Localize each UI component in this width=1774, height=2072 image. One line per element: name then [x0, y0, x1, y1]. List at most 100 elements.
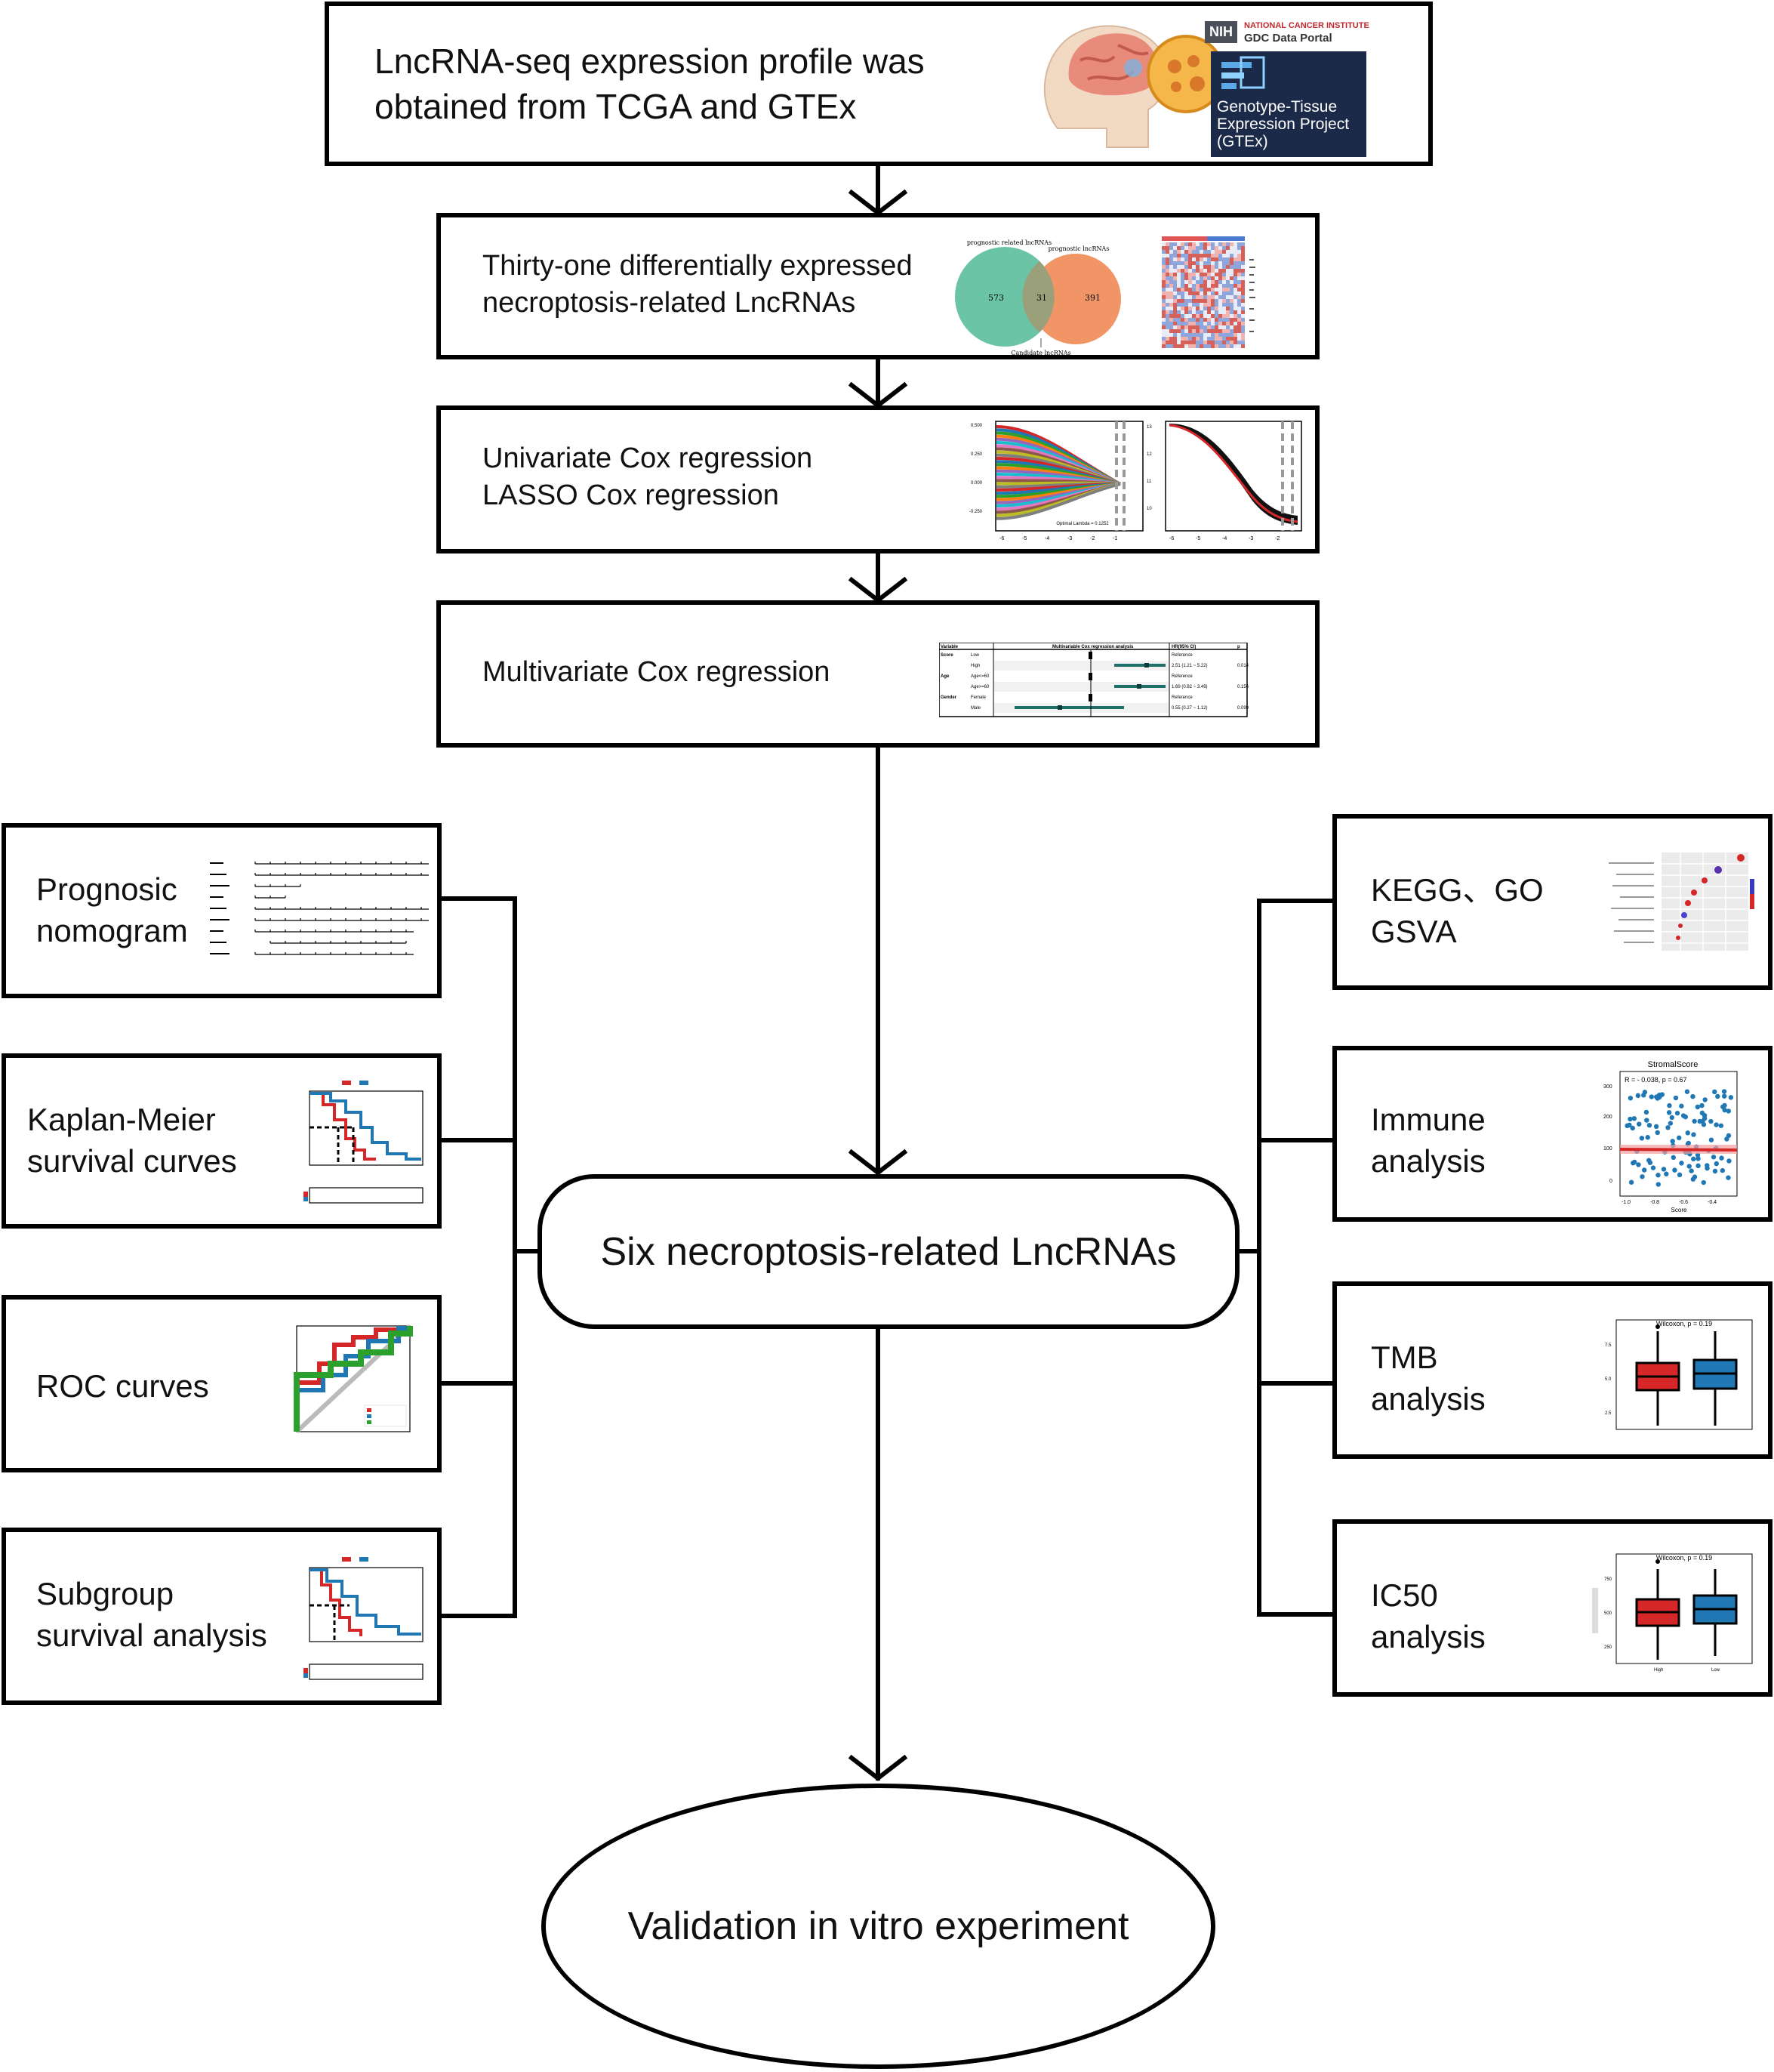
- nci-line-2: GDC Data Portal: [1244, 32, 1332, 45]
- arrow-head-5: [848, 1754, 908, 1781]
- svg-text:-1: -1: [1113, 536, 1117, 541]
- forest-header: Multivariable Cox regression analysis: [1052, 645, 1134, 649]
- roc-box: ROC curves: [2, 1295, 442, 1472]
- venn-right-count: 391: [1085, 293, 1101, 303]
- validation-text: Validation in vitro experiment: [627, 1904, 1129, 1948]
- venn-left-label: prognostic related lncRNAs: [967, 239, 1052, 246]
- svg-text:-0.250: -0.250: [969, 510, 983, 514]
- svg-text:7.5: 7.5: [1605, 1343, 1612, 1348]
- svg-text:0.000: 0.000: [971, 481, 983, 486]
- lasso-lambda-caption: Optimal Lambda = 0.1252: [1056, 522, 1109, 526]
- immune-text: Immune analysis: [1371, 1102, 1486, 1179]
- arrow-head-4: [848, 1149, 908, 1176]
- forest-level: Male: [971, 706, 981, 711]
- nomogram-box: Prognosic nomogram: [2, 823, 442, 998]
- svg-text:300: 300: [1603, 1084, 1612, 1090]
- svg-text:-0.8: -0.8: [1650, 1200, 1659, 1205]
- subgroup-text: Subgroup survival analysis: [36, 1576, 267, 1653]
- nci-line-1: NATIONAL CANCER INSTITUTE: [1244, 21, 1369, 30]
- immune-scatter-thumbnail: StromalScore R = - 0.038, p = 0.67 30020…: [1603, 1060, 1738, 1213]
- deg-step-text: Thirty-one differentially expressed necr…: [482, 250, 913, 319]
- svg-text:-5: -5: [1196, 536, 1200, 541]
- roc-curve-thumbnail: [294, 1324, 413, 1434]
- forest-level: Female: [971, 695, 987, 700]
- tmb-text: TMB analysis: [1371, 1340, 1486, 1417]
- kegg-go-gsva-text: KEGG、GO GSVA: [1371, 872, 1544, 949]
- nomogram-thumbnail: [210, 862, 429, 955]
- forest-hr: Reference: [1172, 674, 1193, 679]
- nih-badge: NIH: [1205, 21, 1237, 43]
- svg-text:0.250: 0.250: [971, 452, 983, 457]
- venn-diagram: prognostic related lncRNAs prognostic ln…: [955, 239, 1121, 356]
- kegg-go-gsva-box: KEGG、GO GSVA: [1332, 814, 1772, 990]
- subgroup-box: Subgroup survival analysis: [2, 1528, 442, 1705]
- svg-text:250: 250: [1604, 1645, 1612, 1650]
- venn-bottom-label: Candidate lncRNAs: [1011, 350, 1070, 356]
- gtex-text: Genotype-Tissue Expression Project (GTEx…: [1217, 98, 1350, 151]
- immune-plot-stat: R = - 0.038, p = 0.67: [1625, 1076, 1687, 1084]
- forest-p: 0.099: [1237, 706, 1249, 711]
- svg-text:-0.4: -0.4: [1708, 1200, 1717, 1205]
- km-curve-thumbnail: [303, 1081, 423, 1204]
- forest-hr: Reference: [1172, 653, 1193, 658]
- svg-text:13: 13: [1147, 425, 1152, 430]
- svg-text:500: 500: [1604, 1611, 1612, 1616]
- forest-header: p: [1237, 645, 1240, 649]
- svg-text:200: 200: [1603, 1115, 1612, 1120]
- tmb-boxplot-thumbnail: Wilcoxon, p = 0.19 7.55.02.5: [1605, 1319, 1753, 1430]
- tmb-plot-stat: Wilcoxon, p = 0.19: [1656, 1320, 1712, 1327]
- forest-variable: Score: [941, 653, 953, 658]
- svg-text:0: 0: [1609, 1179, 1612, 1184]
- km-text: Kaplan-Meier survival curves: [27, 1102, 237, 1179]
- roc-text: ROC curves: [36, 1368, 209, 1404]
- forest-level: Low: [971, 653, 980, 658]
- svg-text:-2: -2: [1090, 536, 1095, 541]
- svg-text:-6: -6: [999, 536, 1004, 541]
- forest-level: High: [971, 664, 980, 668]
- forest-header: Variable: [941, 645, 959, 649]
- subgroup-km-thumbnail: [303, 1557, 423, 1680]
- immune-plot-xlabel: Score: [1671, 1207, 1687, 1213]
- lasso-coefficient-plot: Optimal Lambda = 0.1252 0.500 0.250 0.000 -…: [969, 421, 1144, 541]
- forest-hr: Reference: [1172, 695, 1193, 700]
- forest-level: Age<=60: [971, 674, 990, 679]
- svg-text:0.500: 0.500: [971, 424, 983, 428]
- svg-text:-1.0: -1.0: [1622, 1200, 1631, 1205]
- forest-header: HR(95% CI): [1172, 645, 1196, 649]
- nomogram-text: Prognosic nomogram: [36, 871, 188, 948]
- km-box: Kaplan-Meier survival curves: [2, 1053, 442, 1229]
- svg-text:Low: Low: [1711, 1668, 1720, 1673]
- svg-text:-3: -3: [1249, 536, 1253, 541]
- six-lncrna-text: Six necroptosis-related LncRNAs: [600, 1229, 1177, 1274]
- svg-text:-5: -5: [1022, 536, 1027, 541]
- immune-box: Immune analysis StromalScore R = - 0.038…: [1332, 1046, 1772, 1222]
- forest-level: Age>=60: [971, 685, 990, 689]
- svg-text:-3: -3: [1067, 536, 1072, 541]
- venn-right-label: prognostic lncRNAs: [1049, 245, 1110, 252]
- svg-text:-0.6: -0.6: [1679, 1200, 1688, 1205]
- forest-hr: 0.55 (0.27 ~ 1.12): [1172, 706, 1208, 711]
- forest-hr: 1.69 (0.82 ~ 3.49): [1172, 685, 1208, 689]
- ic50-plot-stat: Wilcoxon, p = 0.19: [1656, 1554, 1712, 1562]
- svg-text:High: High: [1654, 1668, 1663, 1673]
- cox-lasso-step-text: Univariate Cox regression LASSO Cox regr…: [482, 442, 813, 512]
- deg-step-box: Thirty-one differentially expressed necr…: [436, 213, 1320, 359]
- six-lncrna-node: Six necroptosis-related LncRNAs: [537, 1174, 1240, 1329]
- svg-text:-4: -4: [1222, 536, 1227, 541]
- forest-variable: Gender: [941, 695, 957, 700]
- forest-variable: Age: [941, 674, 950, 679]
- svg-text:-4: -4: [1045, 536, 1049, 541]
- gtex-logo: Genotype-Tissue Expression Project (GTEx…: [1211, 51, 1366, 157]
- svg-text:-2: -2: [1275, 536, 1280, 541]
- gtex-mark-icon: [1221, 56, 1265, 89]
- svg-text:100: 100: [1603, 1146, 1612, 1152]
- svg-text:2.5: 2.5: [1605, 1411, 1612, 1416]
- forest-hr: 2.51 (1.21 ~ 5.22): [1172, 664, 1208, 668]
- validation-node: Validation in vitro experiment: [541, 1784, 1215, 2069]
